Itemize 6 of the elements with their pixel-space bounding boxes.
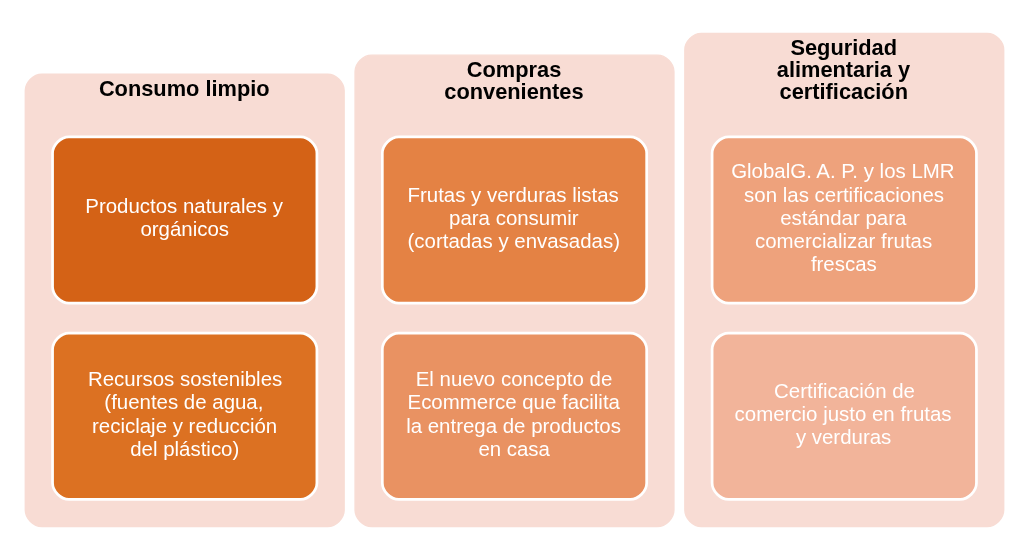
node-box: GlobalG. A. P. y los LMR son las certificaciones estándar para comercializar frutas frescas [710,135,978,305]
node-box: Recursos sostenibles (fuentes de agua, reciclaje y reducción del plástico) [51,331,319,501]
node-box: Productos naturales y orgánicos [51,135,319,305]
node-box: Certificación de comercio justo en frutas y verduras [710,331,978,501]
node-box: Frutas y verduras listas para consumir (cortadas y envasadas) [380,135,649,305]
node-box: El nuevo concepto de Ecommerce que facilita la entrega de productos en casa [380,331,649,501]
